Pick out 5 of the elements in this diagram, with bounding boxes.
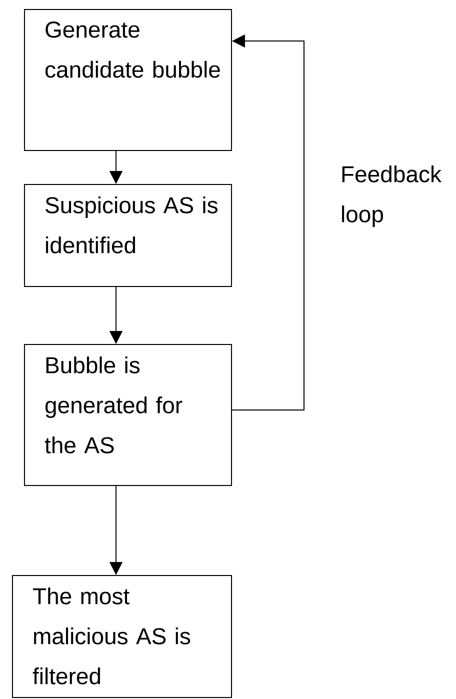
annotation-label: Feedback loop bbox=[342, 166, 442, 227]
process-box: Bubble is generated for the AS bbox=[24, 344, 232, 486]
process-box: Suspicious AS is identified bbox=[24, 184, 232, 287]
process-box: Generate candidate bubble bbox=[24, 9, 232, 151]
process-box: The most malicious AS is filtered bbox=[12, 575, 232, 698]
